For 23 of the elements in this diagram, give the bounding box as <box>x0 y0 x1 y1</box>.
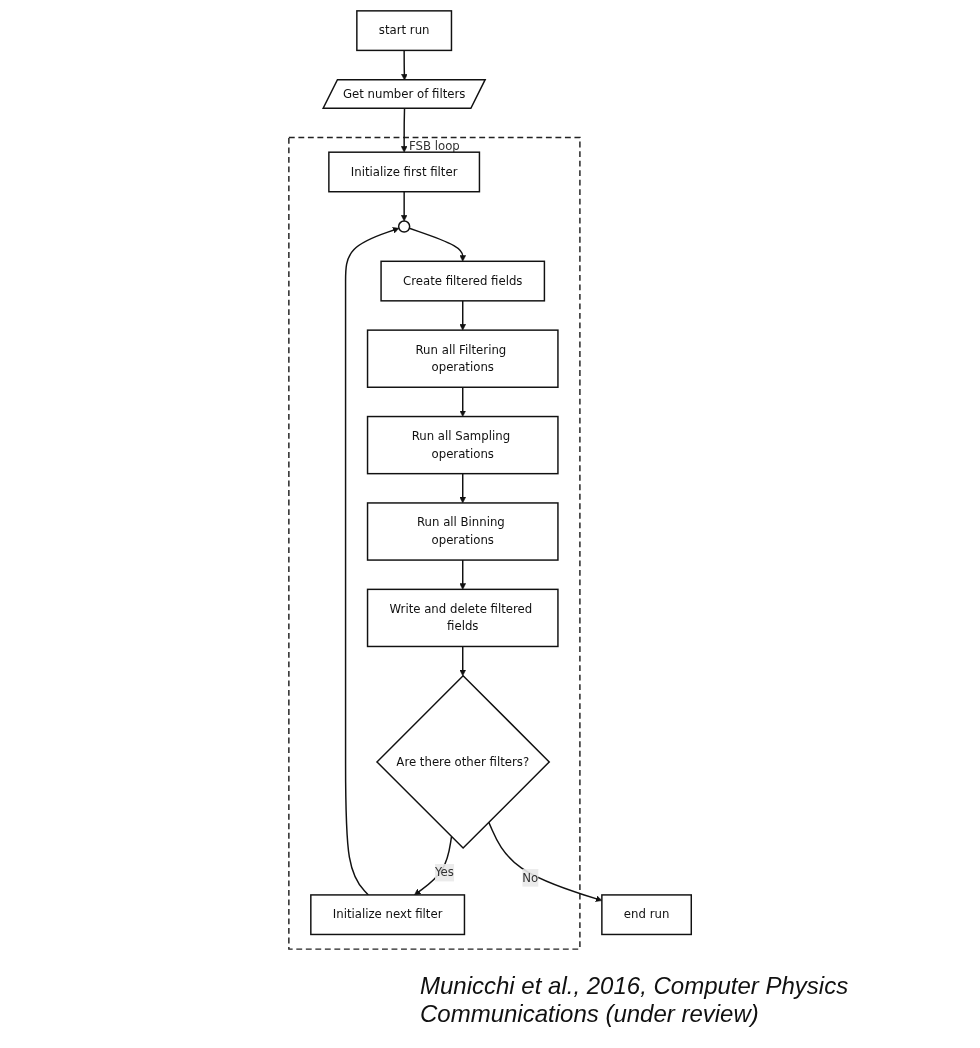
node-circle <box>397 220 411 233</box>
edge-label: Yes <box>434 865 454 880</box>
node-box: Initialize first filter <box>328 151 481 193</box>
node-box: Run all Sampling operations <box>366 415 559 475</box>
node-box: end run <box>601 894 692 936</box>
node-box: Run all Binning operations <box>366 502 559 561</box>
arrow <box>414 836 453 896</box>
node-box: Write and delete filtered fields <box>366 588 559 648</box>
arrow <box>459 645 466 677</box>
edge-label: No <box>522 870 539 885</box>
arrow <box>400 191 408 222</box>
node-box: Create filtered fields <box>380 260 546 302</box>
node-box: Initialize next filter <box>310 894 466 936</box>
arrow <box>459 300 466 331</box>
arrow <box>408 227 466 262</box>
node-box: Run all Filtering operations <box>366 329 559 388</box>
arrow <box>344 227 400 896</box>
node-diamond: Are there other filters? <box>375 674 551 850</box>
arrow <box>459 472 466 504</box>
arrow <box>459 559 466 590</box>
arrow <box>459 386 466 417</box>
caption: Municchi et al., 2016, Computer Physics Communications (under review) <box>420 972 850 1028</box>
node-box: start run <box>356 10 453 52</box>
